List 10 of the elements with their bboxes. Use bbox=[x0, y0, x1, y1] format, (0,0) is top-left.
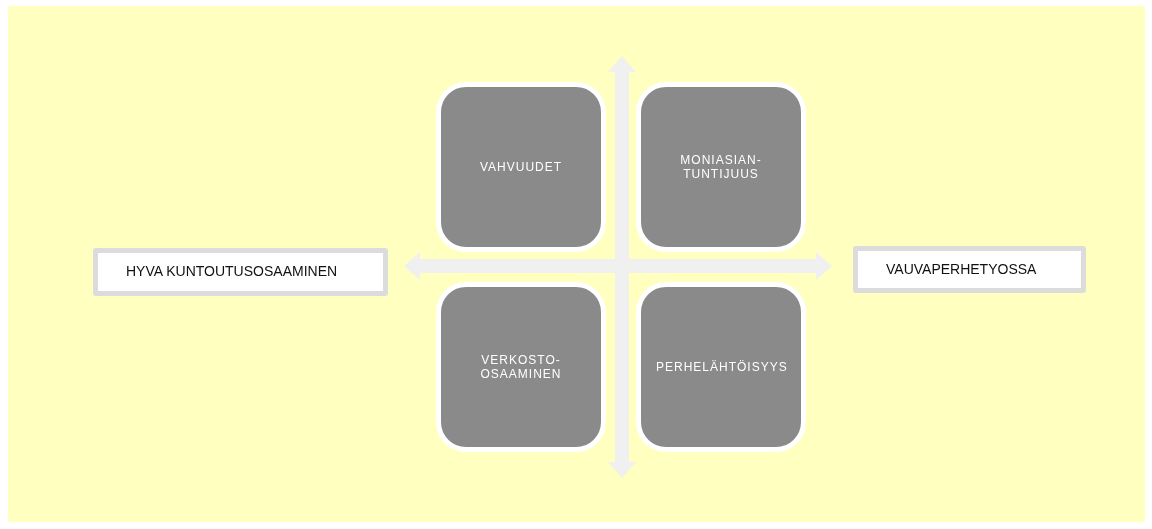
quadrant-box bbox=[636, 82, 806, 252]
label-box: VAUVAPERHETYOSSA bbox=[853, 246, 1086, 293]
quadrant-label: VERKOSTO- OSAAMINEN bbox=[479, 353, 563, 381]
quadrant-box bbox=[436, 282, 606, 452]
quadrant-label: MONIASIAN- TUNTIJUUS bbox=[679, 153, 763, 181]
quadrant-box bbox=[636, 282, 806, 452]
quadrant-label: PERHELÄHTÖISYYS bbox=[656, 360, 786, 374]
label-box: HYVA KUNTOUTUSOSAAMINEN bbox=[93, 248, 388, 296]
quadrant-box bbox=[436, 82, 606, 252]
quadrant-label: VAHVUUDET bbox=[478, 160, 564, 174]
